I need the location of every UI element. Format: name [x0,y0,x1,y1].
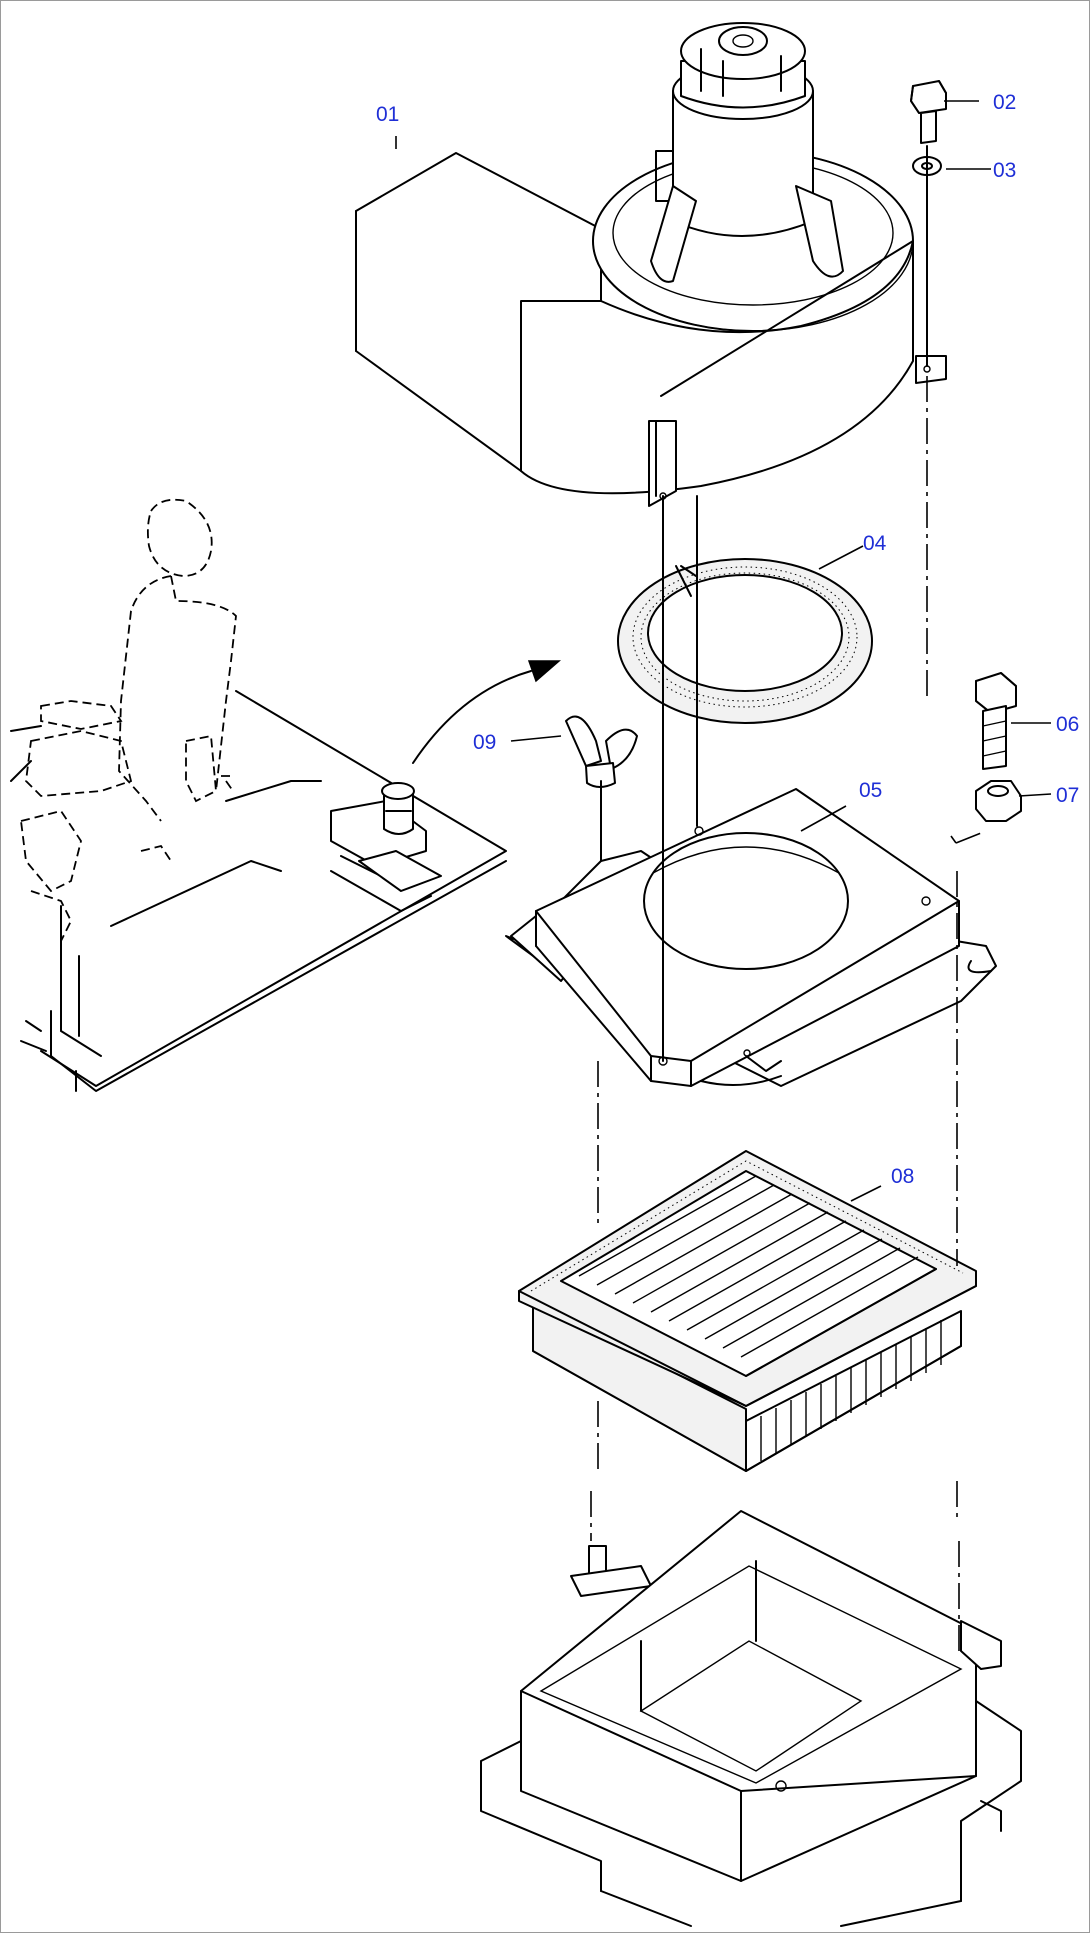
curved-arrow [412,660,562,764]
callout-01[interactable]: 01 [376,103,399,126]
part-07-nut[interactable] [975,780,1022,822]
callout-02[interactable]: 02 [993,91,1016,114]
assembly-lines [597,145,982,1651]
part-04-seal-ring[interactable] [617,558,873,724]
part-09-wing-nut[interactable] [565,715,638,788]
mounting-duct [480,1491,1022,1927]
operator-context-sketch [10,498,507,1092]
part-02-bolt[interactable] [910,80,947,144]
callout-05[interactable]: 05 [859,779,882,802]
callout-labels: 01 02 03 04 05 06 07 08 09 [376,91,1079,1188]
callout-08[interactable]: 08 [891,1165,914,1188]
callout-06[interactable]: 06 [1056,713,1079,736]
part-06-bolt[interactable] [975,672,1017,770]
part-01-blower-housing[interactable] [355,22,947,507]
part-05-base-plate[interactable] [505,788,997,1087]
callout-09[interactable]: 09 [473,731,496,754]
callout-07[interactable]: 07 [1056,784,1079,807]
callout-04[interactable]: 04 [863,532,887,555]
part-08-filter[interactable] [518,1150,977,1472]
callout-03[interactable]: 03 [993,159,1016,182]
leader-lines [395,100,1052,1202]
